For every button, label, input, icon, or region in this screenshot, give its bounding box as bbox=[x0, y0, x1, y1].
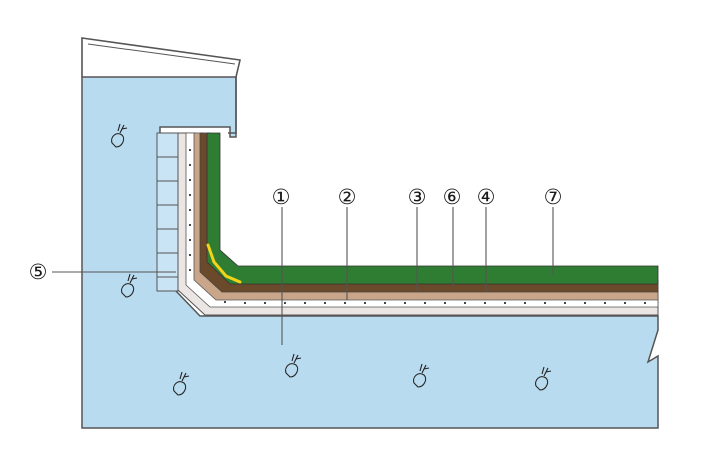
coping-drip bbox=[228, 77, 237, 134]
parapet-coping bbox=[81, 37, 241, 78]
callout-6: ⑥ bbox=[443, 185, 462, 209]
aggregate-marks bbox=[111, 123, 552, 396]
callout-5: ⑤ bbox=[29, 260, 48, 284]
callout-3: ③ bbox=[408, 185, 427, 209]
callout-7: ⑦ bbox=[544, 185, 563, 209]
callout-2: ② bbox=[338, 185, 357, 209]
yellow-corner-strip bbox=[206, 243, 242, 284]
callout-1: ① bbox=[272, 185, 291, 209]
concrete-structure bbox=[81, 76, 659, 429]
brick-facing bbox=[156, 132, 180, 292]
layer-green bbox=[206, 132, 659, 285]
dotted-pattern bbox=[188, 148, 647, 305]
callout-4: ④ bbox=[477, 185, 496, 209]
leader-lines bbox=[52, 207, 554, 345]
coping-inner-line bbox=[87, 43, 236, 65]
